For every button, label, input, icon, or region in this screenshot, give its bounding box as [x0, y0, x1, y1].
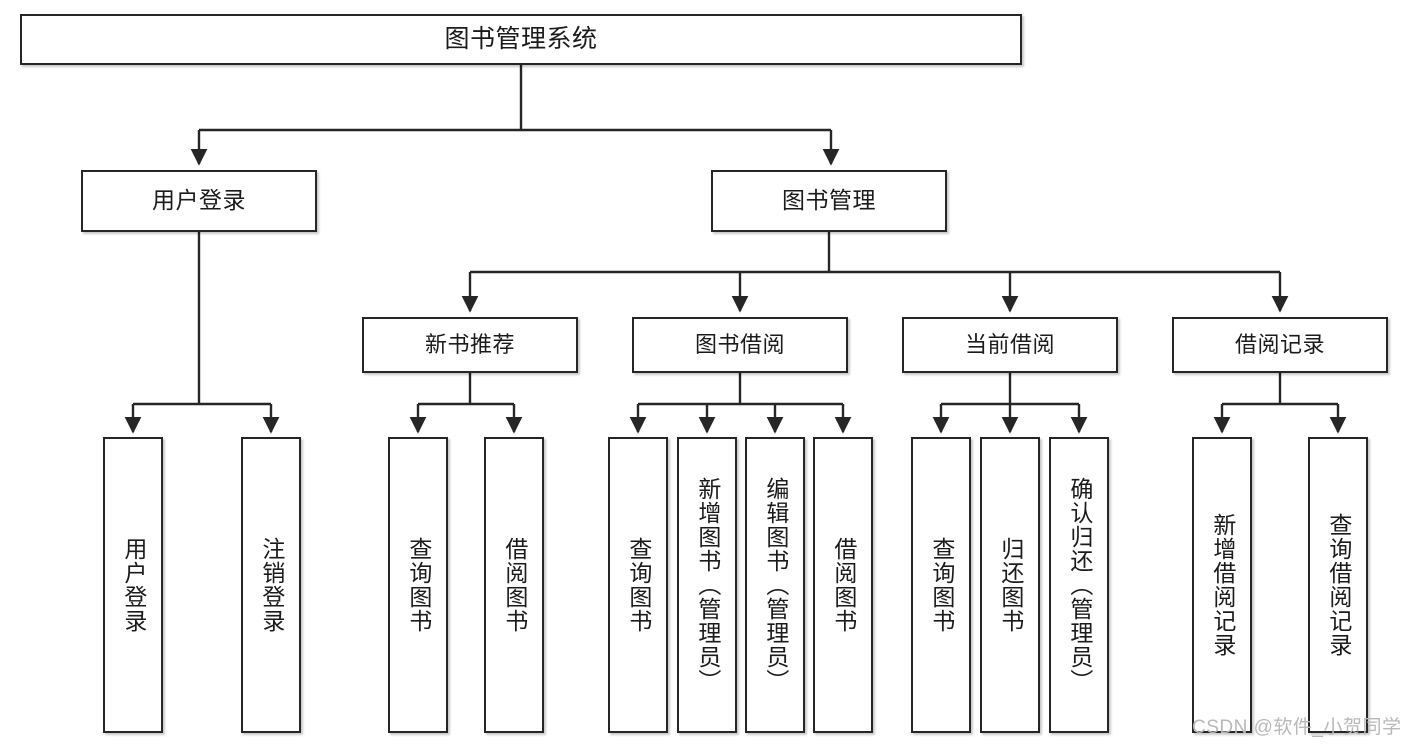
node-label: 查询图书	[405, 537, 432, 633]
node-label: 新增借阅记录	[1209, 513, 1236, 657]
csdn-watermark: CSDN @软件_小贺同学	[1192, 717, 1402, 738]
leaf-new-book-query[interactable]: 查询图书	[388, 437, 448, 733]
leaf-records-query[interactable]: 查询借阅记录	[1308, 437, 1368, 733]
node-label: 用户登录	[152, 187, 246, 214]
node-label: 查询借阅记录	[1325, 513, 1352, 657]
node-label: 借阅记录	[1234, 332, 1325, 358]
leaf-current-borrow-confirm-return[interactable]: 确认归还（管理员）	[1049, 437, 1109, 733]
node-borrow-records[interactable]: 借阅记录	[1172, 317, 1388, 373]
node-label: 编辑图书（管理员）	[762, 477, 789, 693]
node-label: 用户登录	[120, 537, 147, 633]
node-label: 借阅图书	[830, 537, 857, 633]
node-user-login[interactable]: 用户登录	[81, 170, 317, 232]
leaf-new-book-borrow[interactable]: 借阅图书	[484, 437, 544, 733]
node-label: 图书管理系统	[444, 24, 598, 53]
node-label: 图书借阅	[694, 332, 785, 358]
node-label: 新书推荐	[424, 332, 515, 358]
leaf-book-borrow-query[interactable]: 查询图书	[608, 437, 668, 733]
leaf-book-borrow-borrow[interactable]: 借阅图书	[813, 437, 873, 733]
node-label: 查询图书	[928, 537, 955, 633]
node-label: 图书管理	[782, 187, 876, 214]
leaf-current-borrow-query[interactable]: 查询图书	[911, 437, 971, 733]
node-label: 查询图书	[625, 537, 652, 633]
leaf-book-borrow-edit[interactable]: 编辑图书（管理员）	[745, 437, 805, 733]
node-label: 借阅图书	[501, 537, 528, 633]
node-current-borrow[interactable]: 当前借阅	[902, 317, 1118, 373]
node-label: 当前借阅	[964, 332, 1055, 358]
node-new-book-recommend[interactable]: 新书推荐	[362, 317, 578, 373]
leaf-book-borrow-add[interactable]: 新增图书（管理员）	[677, 437, 737, 733]
leaf-user-login-logout[interactable]: 注销登录	[241, 437, 301, 733]
node-label: 归还图书	[997, 537, 1024, 633]
node-book-borrow[interactable]: 图书借阅	[632, 317, 848, 373]
leaf-user-login-login[interactable]: 用户登录	[103, 437, 163, 733]
node-label: 新增图书（管理员）	[694, 477, 721, 693]
node-label: 确认归还（管理员）	[1066, 477, 1093, 693]
leaf-current-borrow-return[interactable]: 归还图书	[980, 437, 1040, 733]
node-root-system[interactable]: 图书管理系统	[20, 14, 1022, 65]
leaf-records-add[interactable]: 新增借阅记录	[1192, 437, 1252, 733]
node-book-management[interactable]: 图书管理	[711, 170, 947, 232]
node-label: 注销登录	[258, 537, 285, 633]
